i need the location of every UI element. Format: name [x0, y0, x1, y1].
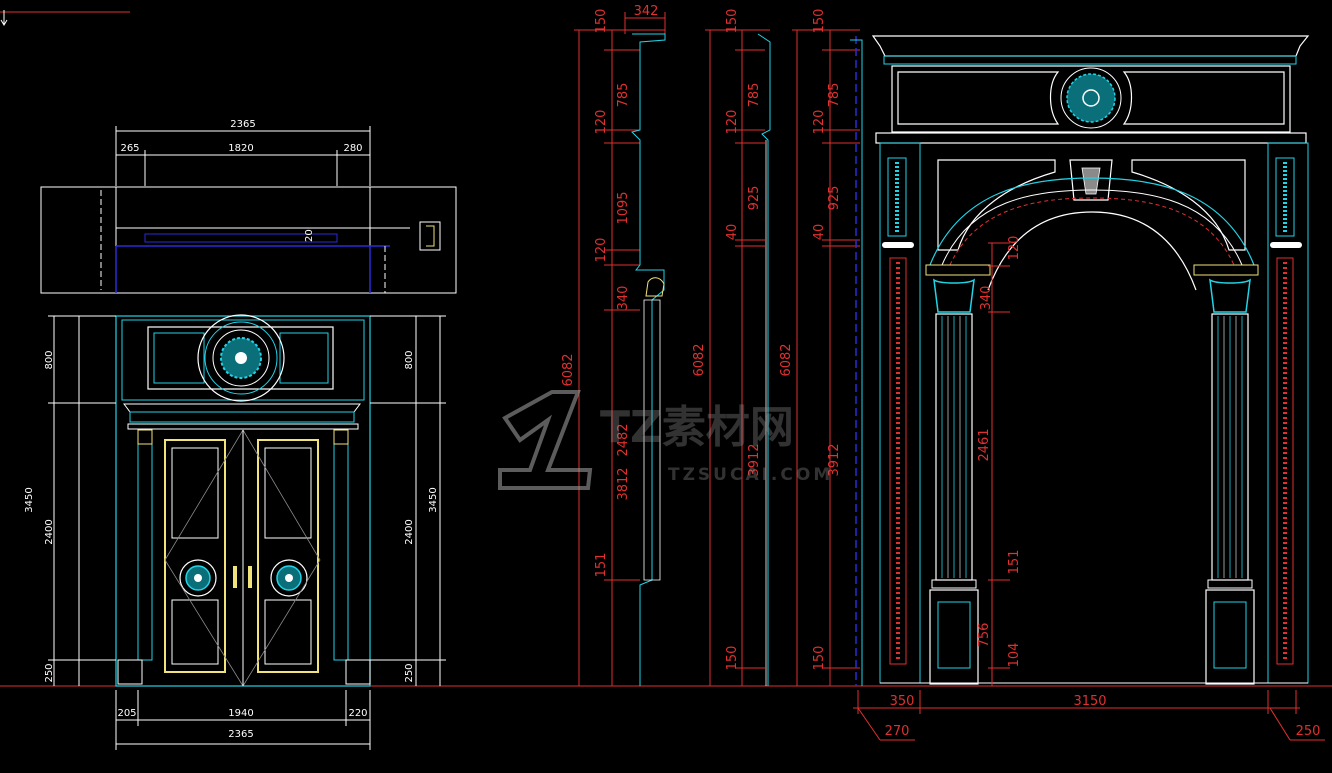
dim-bottom-seg-left: 205	[117, 708, 136, 719]
dim-top-seg-right: 280	[343, 143, 362, 154]
door-plan-group: 2365 265 1820 280 20	[40, 119, 457, 294]
arch-dim-340: 340	[979, 286, 994, 311]
s1-dim-340: 340	[616, 286, 631, 311]
s1-dim-785: 785	[616, 83, 631, 108]
dim-bottom-seg-right: 220	[348, 708, 367, 719]
s2-total: 6082	[692, 343, 707, 376]
arch-dimensions: 120 340 2461 151 756 104 350 3150 270 25…	[853, 236, 1325, 741]
dim-top-total: 2365	[230, 119, 255, 130]
watermark-url: TZSUCAI.COM	[668, 465, 833, 485]
dim-right-mid: 2400	[404, 519, 415, 544]
s1-dim-120a: 120	[594, 110, 609, 135]
s2-dim-3912: 3912	[747, 443, 762, 476]
dim-left-top: 800	[44, 350, 55, 369]
s2-dim-120: 120	[725, 110, 740, 135]
dim-right-bot: 250	[404, 663, 415, 682]
door-elevation	[115, 314, 371, 687]
dim-left-total: 3450	[24, 487, 35, 512]
origin-marker	[0, 10, 130, 26]
arch-dim-756: 756	[977, 623, 992, 648]
door-dimensions: 3450 800 2400 250 800 2400 250 3450 205 …	[24, 315, 446, 750]
watermark-logo-icon	[498, 390, 593, 490]
dim-left-bot: 250	[44, 663, 55, 682]
arch-dim-120: 120	[1007, 236, 1022, 261]
arch-dim-3150: 3150	[1073, 694, 1106, 709]
s1-dim-2482: 2482	[616, 423, 631, 456]
s3-dim-3912: 3912	[827, 443, 842, 476]
arch-dim-104: 104	[1007, 643, 1022, 668]
arch-dim-151: 151	[1007, 550, 1022, 575]
s1-dim-1095: 1095	[616, 191, 631, 224]
s3-dim-40: 40	[812, 224, 827, 241]
arch-dim-250: 250	[1296, 724, 1321, 739]
watermark-title: TZ素材网	[600, 402, 794, 453]
s1-dim-150: 150	[594, 9, 609, 34]
section-3: 6082 150 785 120 925 40 3912 150	[779, 9, 863, 687]
dim-left-mid: 2400	[44, 519, 55, 544]
dim-bottom-seg-mid: 1940	[228, 708, 253, 719]
s2-dim-785: 785	[747, 83, 762, 108]
s3-dim-150a: 150	[812, 9, 827, 34]
dim-right-top: 800	[404, 350, 415, 369]
s2-dim-150b: 150	[725, 646, 740, 671]
dim-bottom-total: 2365	[228, 729, 253, 740]
section-2: 6082 150 785 120 925 40 3912 150	[692, 9, 771, 687]
s3-total: 6082	[779, 343, 794, 376]
section-1: 342 6082 150 785 120 1095 120 340 3812 2…	[561, 4, 666, 687]
s1-top-width: 342	[634, 4, 659, 19]
s3-dim-925: 925	[827, 186, 842, 211]
dim-top-seg-mid: 1820	[228, 143, 253, 154]
dim-right-total: 3450	[428, 487, 439, 512]
s3-dim-150b: 150	[812, 646, 827, 671]
s3-dim-120: 120	[812, 110, 827, 135]
s1-dim-120b: 120	[594, 238, 609, 263]
plan-note: 20	[304, 229, 315, 242]
dim-top-seg-left: 265	[120, 143, 139, 154]
arch-dim-350: 350	[890, 694, 915, 709]
arch-elevation	[871, 35, 1310, 685]
s2-dim-40: 40	[725, 224, 740, 241]
arch-dim-2461: 2461	[977, 428, 992, 461]
s1-total: 6082	[561, 353, 576, 386]
s3-dim-785: 785	[827, 83, 842, 108]
s1-dim-151: 151	[594, 553, 609, 578]
s2-dim-925: 925	[747, 186, 762, 211]
watermark: TZ素材网 TZSUCAI.COM	[498, 390, 833, 490]
s2-dim-150a: 150	[725, 9, 740, 34]
arch-dim-270: 270	[885, 724, 910, 739]
s1-dim-3812: 3812	[616, 467, 631, 500]
